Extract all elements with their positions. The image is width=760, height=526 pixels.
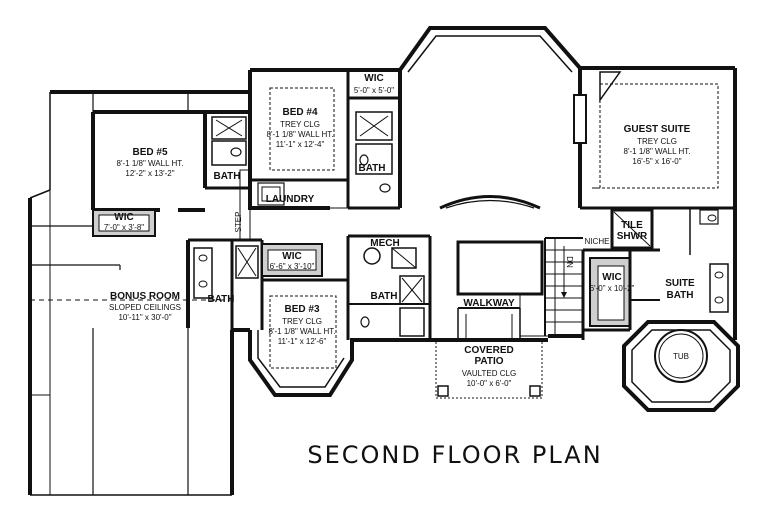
bed4-name: BED #4 [282, 107, 317, 118]
center-bay-outline [398, 26, 582, 210]
tub-label: TUB [673, 352, 689, 361]
patio-name-line1: COVERED [464, 345, 513, 356]
stair-hall [330, 206, 612, 337]
wic-mid-dimensions: 6'-6" x 3'-10" [270, 262, 315, 271]
wic-top-dimensions: 5'-0" x 5'-0" [354, 86, 394, 95]
bath-left-label: BATH [207, 294, 234, 305]
bed3-walls [248, 278, 430, 397]
bed3-dimensions: 11'-1" x 12'-6" [278, 337, 327, 346]
plan-title: SECOND FLOOR PLAN [307, 441, 602, 469]
guest-suite-walls [573, 66, 737, 340]
patio-dimensions: 10'-0" x 6'-0" [467, 379, 512, 388]
wic-left-dimensions: 7'-0" x 3'-8" [104, 223, 144, 232]
wic-left-box [92, 209, 156, 237]
bed4-walls [250, 68, 402, 210]
bed3-wall-height: 8'-1 1/8" WALL HT. [269, 327, 336, 336]
bonus-room-name: BONUS ROOM [110, 291, 180, 302]
wic-left-label: WIC [114, 212, 133, 223]
guest-suite-dimensions: 16'-5" x 16'-0" [632, 157, 681, 166]
laundry-label: LAUNDRY [266, 194, 315, 205]
bed5-wall-height: 8'-1 1/8" WALL HT. [117, 159, 184, 168]
patio-ceiling: VAULTED CLG [462, 369, 516, 378]
bath-bed4-fixtures [355, 111, 393, 193]
guest-suite-wall-height: 8'-1 1/8" WALL HT. [624, 147, 691, 156]
tub-bay [622, 320, 740, 412]
mech-label: MECH [370, 238, 399, 249]
bath-bed3-label: BATH [370, 291, 397, 302]
laundry-box [257, 182, 285, 206]
stair-down-label: DN [565, 256, 574, 268]
guest-suite-ceiling: TREY CLG [637, 137, 677, 146]
bonus-room-ceiling: SLOPED CEILINGS [109, 303, 181, 312]
tile-shower-label-line1: TILE [621, 220, 643, 231]
bath-bed5-fixtures [205, 70, 252, 210]
bath-bed5-label: BATH [213, 171, 240, 182]
bath-bed3-fixtures [348, 275, 430, 337]
bed5-dimensions: 12'-2" x 13'-2" [125, 169, 174, 178]
wic-suite-dimensions: 6'-0" x 10'-2" [590, 284, 635, 293]
bonus-room-outline [28, 90, 250, 496]
bed4-ceiling: TREY CLG [280, 120, 320, 129]
bonus-room-dimensions: 10'-11" x 30'-0" [118, 313, 171, 322]
suite-bath-walls [581, 208, 729, 332]
niche-label: NICHE [585, 237, 610, 246]
bed3-name: BED #3 [284, 304, 319, 315]
walkway-label: WALKWAY [463, 298, 515, 309]
wic-mid-box [261, 243, 323, 277]
bed4-dimensions: 11'-1" x 12'-4" [276, 140, 325, 149]
tile-shower-label-line2: SHWR [617, 231, 648, 242]
bed5-name: BED #5 [132, 147, 167, 158]
bath-bed4-label: BATH [358, 163, 385, 174]
suite-bath-label-line1: SUITE [665, 278, 695, 289]
guest-suite-name: GUEST SUITE [624, 124, 691, 135]
wic-suite-label: WIC [602, 272, 621, 283]
patio-name-line2: PATIO [474, 356, 503, 367]
suite-bath-label-line2: BATH [666, 290, 693, 301]
walkway-and-patio [430, 307, 585, 399]
bed3-ceiling: TREY CLG [282, 317, 322, 326]
bed4-wall-height: 8'-1 1/8" WALL HT. [267, 130, 334, 139]
mech-room [346, 234, 432, 340]
step-label: STEP [234, 212, 243, 233]
wic-top-label: WIC [364, 73, 383, 84]
wic-mid-label: WIC [282, 251, 301, 262]
